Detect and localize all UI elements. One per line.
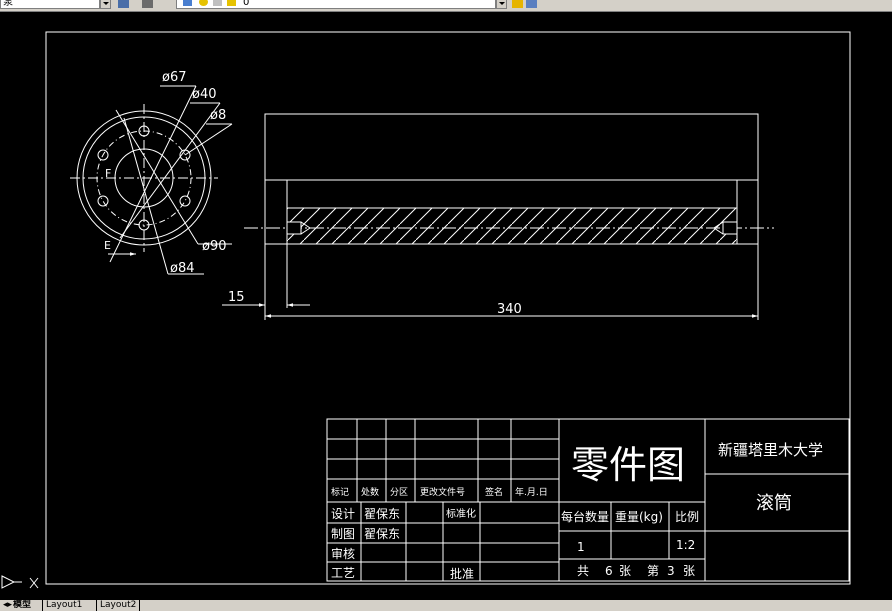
lock-icon xyxy=(213,0,222,6)
process-label: 工艺 xyxy=(331,566,355,580)
qty-label: 每台数量 xyxy=(561,509,609,524)
rev-header-date: 年.月.日 xyxy=(515,486,548,498)
designer-name: 翟保东 xyxy=(364,507,400,521)
label-f: F xyxy=(105,167,111,180)
ucs-axis-icon xyxy=(1,575,39,589)
sheet-unit-2: 张 xyxy=(683,564,695,578)
main-view: 15 340 xyxy=(222,113,774,320)
leader-d90 xyxy=(115,109,199,245)
title-block xyxy=(326,418,850,582)
leader-d40 xyxy=(119,102,221,239)
sheet-no: 3 xyxy=(667,564,675,578)
approve-label: 批准 xyxy=(450,566,474,581)
leader-d8 xyxy=(184,123,233,156)
linetype-combo[interactable]: 0 xyxy=(176,0,496,9)
sheet-frame xyxy=(45,31,851,585)
label-e: E xyxy=(104,239,111,252)
leader-d84 xyxy=(123,117,169,275)
drawing-canvas[interactable]: ø67 ø40 ø8 ø90 ø84 F E 15 340 xyxy=(0,12,892,600)
dim-d8: ø8 xyxy=(210,108,226,123)
layout-tabs: ◂▸ 模型 Layout1 Layout2 xyxy=(0,600,892,611)
layer-previous-icon[interactable] xyxy=(142,0,153,8)
layer-combo-dropdown[interactable] xyxy=(100,0,111,9)
tab-layout1[interactable]: Layout1 xyxy=(42,600,85,611)
drafter-name: 翟保东 xyxy=(364,527,400,541)
left-center-hole xyxy=(286,221,302,235)
rev-header-doc: 更改文件号 xyxy=(420,486,465,498)
qty-value: 1 xyxy=(577,540,585,554)
end-view: ø67 ø40 ø8 ø90 ø84 F E xyxy=(70,70,233,276)
tab-model[interactable]: 模型 xyxy=(13,600,32,610)
dim-d67: ø67 xyxy=(162,70,187,85)
layer-combo[interactable]: 泵 xyxy=(0,0,100,9)
sun-icon xyxy=(199,0,208,6)
linetype-combo-value: 0 xyxy=(243,0,250,8)
dim-d90: ø90 xyxy=(202,239,227,254)
rev-header-count: 处数 xyxy=(361,486,379,498)
make-current-icon[interactable] xyxy=(512,0,523,8)
review-label: 审核 xyxy=(331,546,355,561)
right-center-hole xyxy=(722,221,738,235)
part-name: 滚筒 xyxy=(756,493,792,514)
tab-nav-arrows[interactable]: ◂▸ xyxy=(3,600,13,610)
dim-d84: ø84 xyxy=(170,261,195,276)
leader-d67 xyxy=(109,85,197,263)
weight-label: 重量(kg) xyxy=(615,510,663,524)
tab-layout2[interactable]: Layout2 xyxy=(96,600,141,611)
layer-properties-icon[interactable] xyxy=(526,0,537,8)
folder-icon xyxy=(227,0,236,6)
layer-combo-value: 泵 xyxy=(3,0,13,8)
dim-d40: ø40 xyxy=(192,87,217,102)
rev-header-mark: 标记 xyxy=(331,486,349,498)
draw-label: 制图 xyxy=(331,527,355,541)
scale-value: 1:2 xyxy=(676,538,695,552)
layer-manager-icon[interactable] xyxy=(118,0,129,8)
layer-state-icon xyxy=(183,0,192,6)
sheet-total-label: 共 xyxy=(577,564,589,578)
toolbar: 泵 0 xyxy=(0,0,892,12)
scale-label: 比例 xyxy=(675,510,699,524)
sheet-no-label: 第 xyxy=(647,564,659,578)
university-name: 新疆塔里木大学 xyxy=(718,441,823,459)
linetype-combo-dropdown[interactable] xyxy=(496,0,507,9)
sheet-total: 6 xyxy=(605,564,613,578)
dim-15: 15 xyxy=(228,290,245,305)
dim-340: 340 xyxy=(497,302,522,317)
sheet-unit-1: 张 xyxy=(619,564,631,578)
shaft-hatch xyxy=(286,207,738,245)
rev-header-sign: 签名 xyxy=(485,486,503,498)
drawing-type: 零件图 xyxy=(571,443,685,487)
rev-header-zone: 分区 xyxy=(390,487,408,498)
design-label: 设计 xyxy=(331,507,355,521)
standard-label: 标准化 xyxy=(446,507,476,520)
